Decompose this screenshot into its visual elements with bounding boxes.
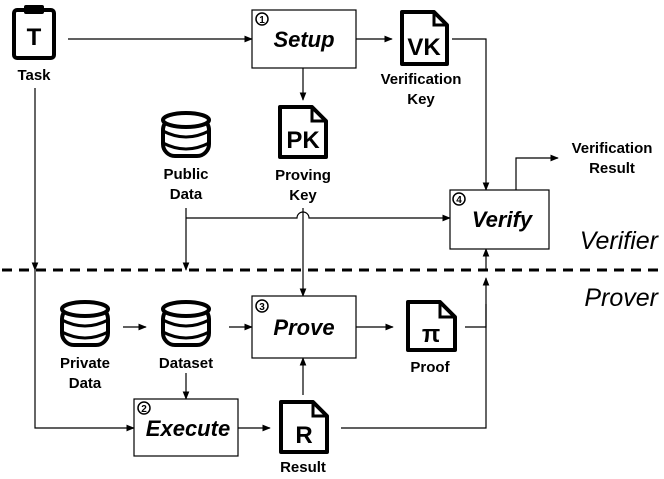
setup-number: 1	[259, 15, 265, 26]
verify-box: 4 Verify	[449, 189, 550, 250]
proof-node: π Proof	[406, 300, 457, 376]
svg-text:Public: Public	[163, 166, 208, 183]
public-data-node: Public Data	[161, 111, 211, 203]
svg-text:Proving: Proving	[275, 167, 331, 184]
prover-region-label: Prover	[584, 284, 659, 312]
execute-box: 2 Execute	[133, 398, 239, 457]
task-label: Task	[17, 67, 51, 84]
document-icon: R	[279, 400, 329, 454]
proving-key-node: PK Proving Key	[275, 105, 331, 204]
arrow-verify-to-result	[515, 154, 559, 190]
svg-text:VK: VK	[407, 34, 441, 61]
svg-text:Key: Key	[289, 187, 317, 204]
svg-text:Key: Key	[407, 91, 435, 108]
task-node: T Task	[12, 5, 56, 84]
prove-title: Prove	[273, 315, 334, 340]
private-data-node: Private Data	[60, 300, 110, 392]
result-node: R Result	[279, 400, 329, 476]
document-icon: VK	[400, 10, 449, 66]
svg-text:Proof: Proof	[410, 359, 450, 376]
svg-text:Verification: Verification	[381, 71, 462, 88]
svg-text:T: T	[27, 24, 42, 51]
svg-text:Result: Result	[280, 459, 326, 476]
verify-number: 4	[456, 195, 462, 206]
execute-title: Execute	[146, 416, 230, 441]
verifier-region-label: Verifier	[580, 227, 660, 255]
svg-text:Verification: Verification	[572, 140, 653, 157]
arrow-proof-to-verify	[465, 304, 487, 328]
svg-text:R: R	[295, 422, 312, 449]
svg-text:Result: Result	[589, 160, 635, 177]
database-icon	[161, 111, 211, 158]
svg-text:Dataset: Dataset	[159, 355, 213, 372]
prove-number: 3	[259, 302, 265, 313]
prove-box: 3 Prove	[251, 295, 357, 359]
svg-text:Private: Private	[60, 355, 110, 372]
verification-result-output: Verification Result	[572, 140, 653, 177]
setup-title: Setup	[273, 27, 334, 52]
document-icon: PK	[278, 105, 328, 159]
svg-text:PK: PK	[286, 127, 320, 154]
setup-box: 1 Setup	[251, 9, 357, 69]
connectors	[31, 35, 559, 432]
document-icon: π	[406, 300, 457, 352]
arrow-public-data-to-verify	[186, 211, 451, 222]
arrow-verification-key-to-verify	[452, 38, 490, 191]
clipboard-icon: T	[12, 5, 56, 60]
database-icon	[60, 300, 110, 347]
execute-number: 2	[141, 404, 147, 415]
svg-text:π: π	[422, 321, 440, 348]
arrow-result-to-verify	[341, 277, 490, 429]
database-icon	[161, 300, 211, 347]
dataset-node: Dataset	[159, 300, 213, 372]
arrow-task-to-execute	[34, 270, 135, 432]
verification-key-node: VK Verification Key	[381, 10, 462, 108]
svg-text:Data: Data	[170, 186, 203, 203]
svg-text:Data: Data	[69, 375, 102, 392]
verify-title: Verify	[472, 207, 534, 232]
